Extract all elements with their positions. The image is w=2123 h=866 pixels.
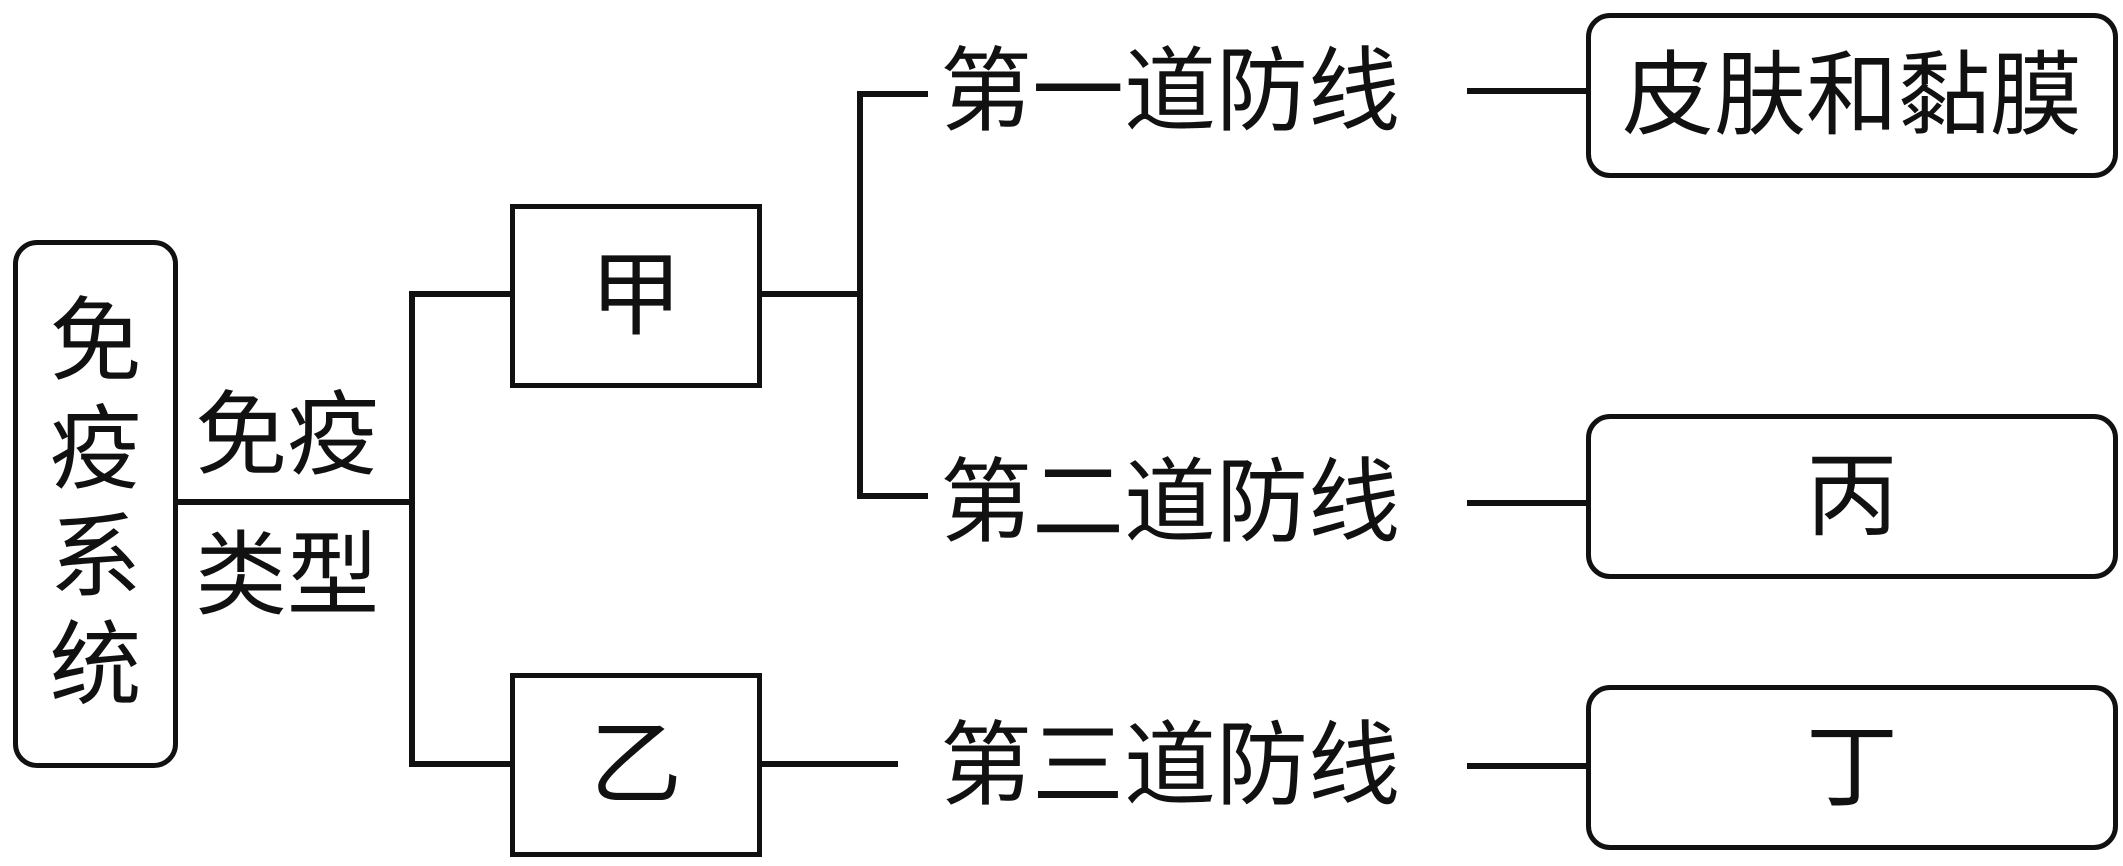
- immune-system-box: 免 疫 系 统: [13, 240, 178, 768]
- type-yi-box: 乙: [510, 673, 762, 857]
- first-defense-line: 第一道防线: [940, 38, 1401, 145]
- second-defense-line: 第二道防线: [940, 449, 1401, 556]
- branch-label-line2: 类型: [195, 522, 380, 629]
- root-char-4: 统: [49, 612, 142, 719]
- type-jia-box: 甲: [510, 204, 762, 388]
- component-second-box: 丙: [1586, 414, 2118, 579]
- type-jia-label: 甲: [589, 242, 682, 349]
- root-char-2: 疫: [49, 396, 142, 503]
- component-second-label: 丙: [1805, 442, 1898, 550]
- component-first-box: 皮肤和黏膜: [1586, 13, 2118, 178]
- third-defense-line: 第三道防线: [940, 712, 1401, 819]
- component-first-label: 皮肤和黏膜: [1621, 41, 2082, 149]
- component-third-label: 丁: [1805, 713, 1898, 821]
- root-char-3: 系: [49, 504, 142, 611]
- root-char-1: 免: [49, 288, 142, 395]
- component-third-box: 丁: [1586, 685, 2118, 850]
- branch-label-line1: 免疫: [195, 382, 380, 489]
- type-yi-label: 乙: [589, 711, 682, 818]
